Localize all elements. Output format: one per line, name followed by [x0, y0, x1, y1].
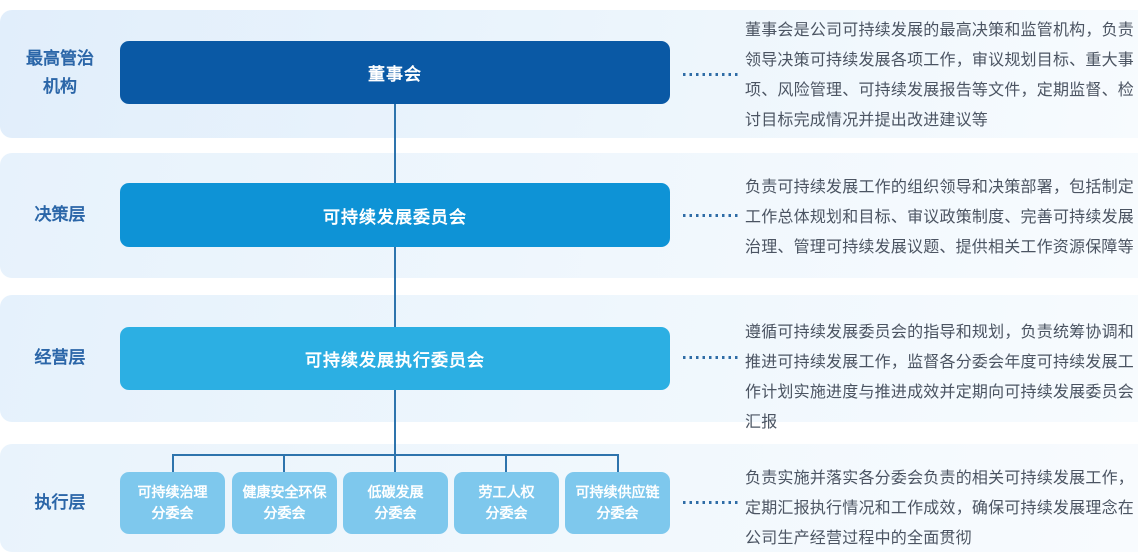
sub-committee-line: 健康安全环保	[242, 484, 327, 500]
sub-committee-box: 可持续治理 分委会	[120, 472, 225, 534]
connector-line	[172, 455, 174, 472]
description-decision: 负责可持续发展工作的组织领导和决策部署，包括制定工作总体规划和目标、审议政策制度…	[745, 179, 1134, 256]
level-label-line: 执行层	[34, 493, 86, 512]
sub-committee-line: 可持续治理	[137, 484, 208, 500]
connector-line	[617, 455, 619, 472]
sub-committee-line: 低碳发展	[367, 484, 424, 500]
sub-committee-line: 分委会	[151, 505, 194, 521]
description-execution: 负责实施并落实各分委会负责的相关可持续发展工作，定期汇报执行情况和工作成效，确保…	[745, 470, 1134, 547]
dotted-leader	[683, 501, 739, 504]
description-governance: 董事会是公司可持续发展的最高决策和监管机构，负责领导决策可持续发展各项工作，审议…	[745, 22, 1134, 129]
org-box-board: 董事会	[120, 41, 670, 104]
dotted-leader	[683, 214, 739, 217]
sub-committee-box: 劳工人权 分委会	[454, 472, 559, 534]
level-label-decision: 决策层	[0, 201, 120, 229]
sub-committee-line: 分委会	[263, 505, 306, 521]
sub-committee-line: 劳工人权	[478, 484, 535, 500]
connector-line	[394, 455, 396, 472]
level-label-execution: 执行层	[0, 489, 120, 517]
connector-line	[394, 390, 396, 455]
sub-committee-box: 低碳发展 分委会	[343, 472, 448, 534]
sub-committee-line: 分委会	[596, 505, 639, 521]
sub-committee-box: 健康安全环保 分委会	[232, 472, 337, 534]
connector-line	[394, 104, 396, 183]
level-label-line: 经营层	[34, 348, 86, 367]
org-box-executive-committee: 可持续发展执行委员会	[120, 327, 670, 390]
sub-committee-line: 可持续供应链	[575, 484, 660, 500]
level-label-line: 机构	[43, 77, 77, 96]
connector-line	[505, 455, 507, 472]
level-label-operation: 经营层	[0, 344, 120, 372]
description-operation: 遵循可持续发展委员会的指导和规划，负责统筹协调和推进可持续发展工作，监督各分委会…	[745, 324, 1134, 431]
org-box-sustainability-committee: 可持续发展委员会	[120, 183, 670, 247]
dotted-leader	[683, 356, 739, 359]
level-label-line: 决策层	[34, 205, 86, 224]
sub-committee-line: 分委会	[374, 505, 417, 521]
dotted-leader	[683, 73, 739, 76]
level-label-governance: 最高管治 机构	[0, 45, 120, 101]
connector-line	[283, 455, 285, 472]
sub-committee-box: 可持续供应链 分委会	[565, 472, 670, 534]
sub-committee-line: 分委会	[485, 505, 528, 521]
connector-line	[394, 247, 396, 327]
level-label-line: 最高管治	[26, 49, 94, 68]
